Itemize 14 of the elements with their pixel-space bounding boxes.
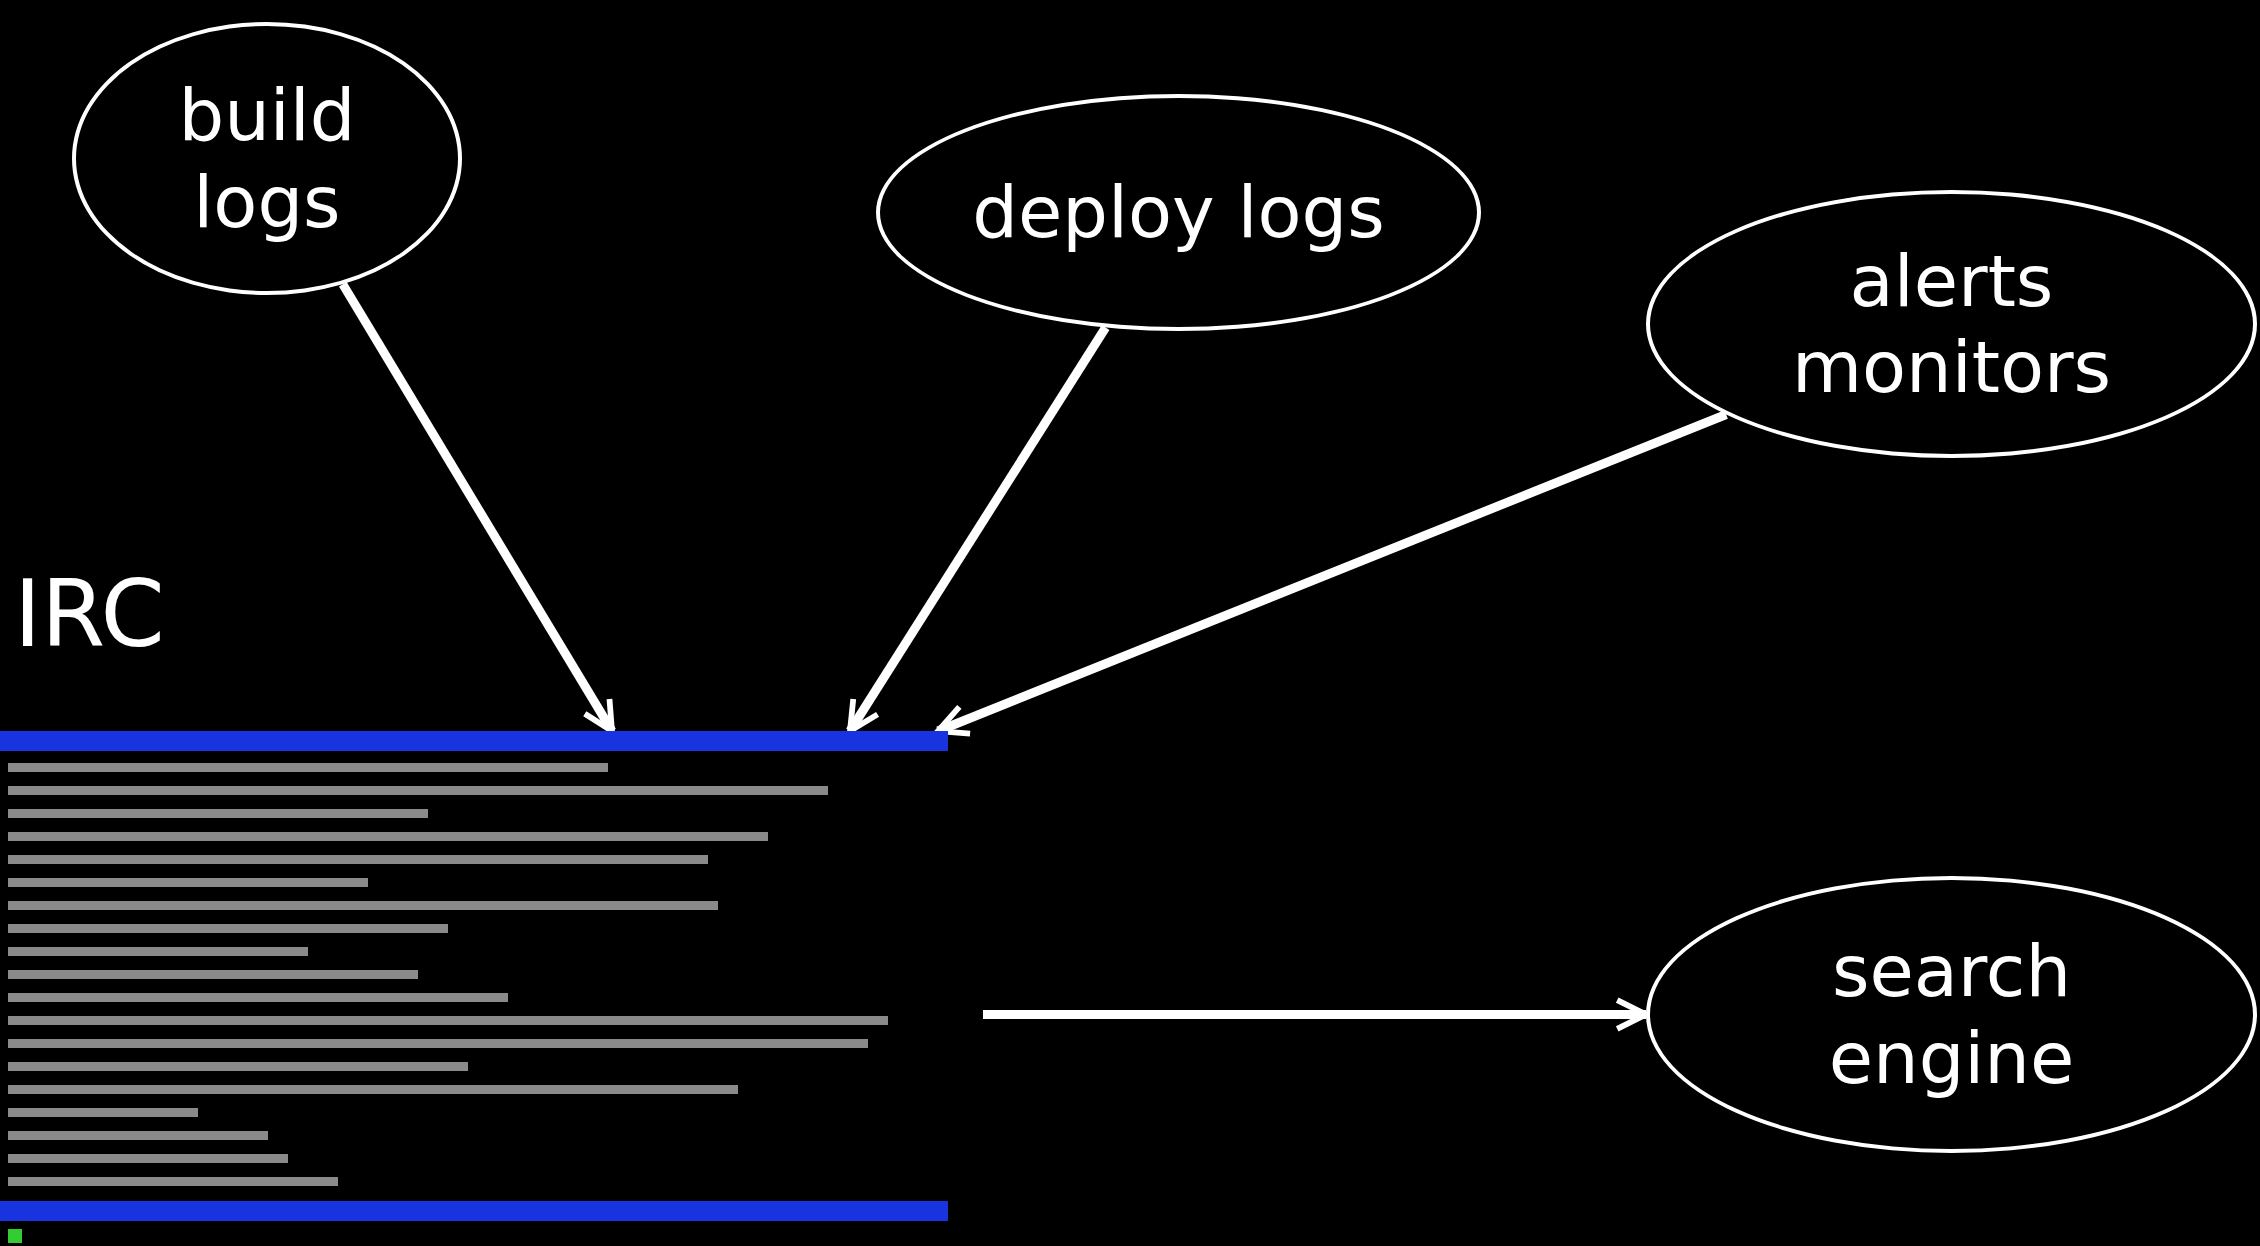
caption-text: IRC — [14, 561, 165, 668]
arrow — [935, 410, 1728, 737]
ellipse-node — [1646, 876, 2257, 1153]
node-label: build logs — [177, 72, 357, 245]
arrow — [846, 325, 1110, 734]
ellipse-node — [1646, 190, 2257, 458]
terminal-screenshot-drawing — [0, 731, 948, 1246]
ellipse-node — [876, 94, 1481, 331]
arrow — [338, 281, 616, 734]
ellipse-node — [72, 22, 462, 295]
node-label: alerts monitors — [1790, 237, 2113, 411]
node-label: search engine — [1827, 928, 2076, 1101]
arrow — [983, 997, 1649, 1032]
node-label: deploy logs — [971, 169, 1386, 256]
